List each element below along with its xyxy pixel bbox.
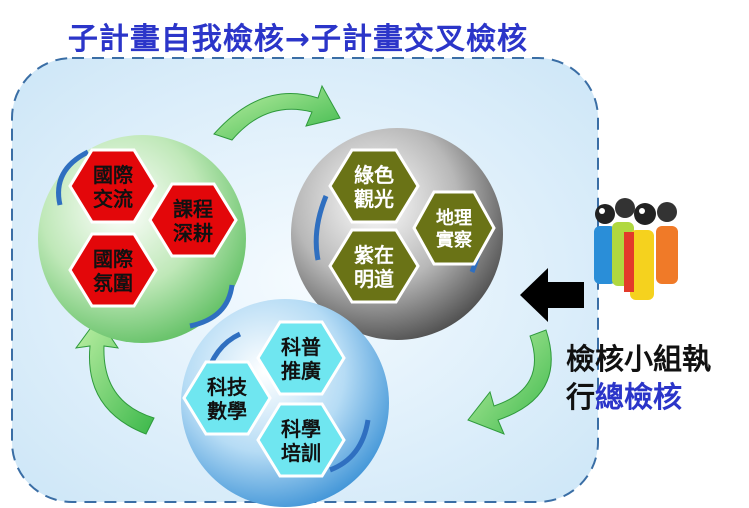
cyan-hex-1-line2: 推廣	[281, 359, 321, 383]
olive-hex-3: 紫在 明道	[328, 228, 420, 304]
cyan-hex-1-line1: 科普	[281, 335, 321, 359]
cyan-hex-2: 科技 數學	[182, 360, 272, 436]
olive-hex-3-line2: 明道	[354, 267, 394, 291]
cyan-hex-1: 科普 推廣	[256, 320, 346, 396]
red-cycle-arrow	[189, 284, 235, 329]
inspection-team-label: 檢核小組執 行總檢核	[566, 340, 749, 416]
red-hex-1-line1: 國際	[93, 163, 134, 187]
cyan-hex-3: 科學 培訓	[256, 402, 346, 478]
left-arrow-icon	[520, 268, 584, 322]
olive-cycle-arrow	[313, 195, 329, 261]
side-label-plain: 行	[566, 380, 596, 414]
olive-hex-1-line2: 觀光	[354, 187, 394, 211]
red-cycle-arrow	[56, 149, 90, 206]
red-hex-3: 國際 氛圍	[68, 232, 158, 308]
side-label-line1: 檢核小組執	[566, 342, 712, 376]
olive-hex-2-line2: 實察	[436, 229, 473, 251]
red-hex-3-line1: 國際	[93, 247, 134, 271]
red-hex-1: 國際 交流	[68, 148, 158, 224]
olive-hex-1-line1: 綠色	[354, 163, 394, 187]
red-hex-3-line2: 氛圍	[93, 271, 133, 295]
cyan-hex-2-line1: 科技	[207, 375, 248, 399]
side-label-highlight: 總檢核	[595, 380, 683, 414]
cyan-cycle-arrow	[329, 419, 371, 473]
olive-hex-3-line1: 紫在	[354, 243, 394, 267]
olive-hex-2-line1: 地理	[436, 207, 472, 229]
cycle-arrow-icon	[74, 84, 552, 435]
cyan-hex-3-line1: 科學	[281, 417, 321, 441]
side-label-line2: 行總檢核	[566, 378, 749, 416]
red-hex-1-line2: 交流	[93, 187, 133, 211]
people-group-icon	[594, 198, 678, 300]
cyan-hex-3-line2: 培訓	[281, 441, 321, 465]
red-hex-2-line2: 深耕	[173, 221, 213, 245]
cyan-hex-2-line2: 數學	[207, 399, 247, 423]
olive-hex-1: 綠色 觀光	[328, 148, 420, 224]
red-hex-2: 課程 深耕	[148, 182, 238, 258]
olive-hex-2: 地理 實察	[412, 190, 496, 266]
red-hex-2-line1: 課程	[173, 197, 213, 221]
diagram-title: 子計畫自我檢核→子計畫交叉檢核	[67, 22, 529, 57]
